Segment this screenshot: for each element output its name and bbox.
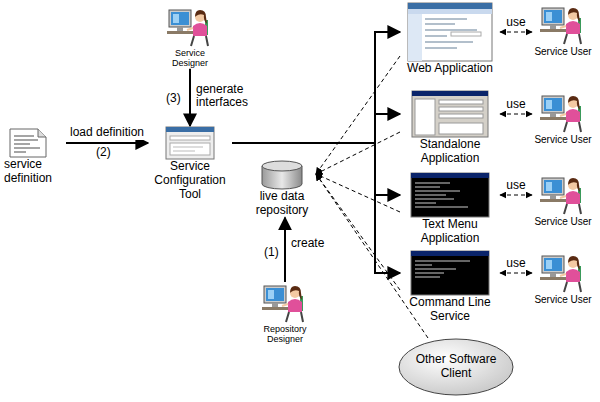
node-label: Service User — [532, 294, 594, 306]
application: Text Menu Application — [400, 172, 500, 246]
web-icon — [407, 2, 493, 62]
actor: Service User — [532, 252, 594, 306]
person-icon — [262, 282, 308, 324]
application: Web Application — [400, 2, 500, 76]
document-icon: service definition — [4, 128, 66, 186]
edge-label: create — [291, 237, 324, 251]
connector — [500, 273, 532, 274]
actor: Service User — [532, 92, 594, 146]
person-icon — [540, 92, 586, 134]
tool-icon — [165, 126, 215, 160]
cyl-icon — [260, 160, 304, 190]
database: live data repository — [248, 160, 316, 218]
connector — [189, 69, 191, 126]
connector — [316, 56, 400, 174]
edge-label: use — [506, 16, 525, 30]
edge-label: use — [506, 257, 525, 271]
connector — [66, 142, 148, 144]
connector — [500, 114, 532, 115]
edge-label: load definition — [70, 126, 144, 140]
callout-number: (1) — [264, 246, 279, 260]
actor: Service Designer — [160, 6, 220, 69]
doc-icon — [8, 128, 48, 158]
connector — [500, 32, 532, 33]
actor: Service User — [532, 4, 594, 58]
tool: Service Configuration Tool — [148, 126, 232, 201]
callout-number: (2) — [96, 146, 111, 160]
node-label: Text Menu Application — [400, 218, 500, 246]
term-icon — [410, 172, 490, 218]
client-ellipse: Other Software Client — [398, 338, 514, 396]
connector — [316, 174, 400, 290]
edge-label: use — [506, 179, 525, 193]
win-icon — [411, 90, 489, 138]
application: Standalone Application — [400, 90, 500, 166]
person-icon — [540, 4, 586, 46]
callout-number: (3) — [166, 92, 181, 106]
connector — [232, 143, 400, 273]
actor: Service User — [532, 174, 594, 228]
node-label: Service Configuration Tool — [148, 160, 232, 201]
node-label: Service User — [532, 134, 594, 146]
node-label: service definition — [4, 158, 66, 186]
node-label: Standalone Application — [400, 138, 500, 166]
cmd-icon — [410, 250, 490, 296]
actor: Repository Designer — [255, 282, 315, 345]
connector — [232, 114, 400, 143]
person-icon — [167, 6, 213, 48]
node-label: Service User — [532, 46, 594, 58]
node-label: Web Application — [400, 62, 500, 76]
node-label: Command Line Service — [400, 296, 500, 324]
person-icon — [540, 174, 586, 216]
application: Command Line Service — [400, 250, 500, 324]
node-label: Repository Designer — [255, 324, 315, 345]
person-icon — [540, 252, 586, 294]
edge-label: use — [506, 98, 525, 112]
node-label: Other Software Client — [410, 353, 502, 381]
node-label: live data repository — [248, 190, 316, 218]
node-label: Service Designer — [160, 48, 220, 69]
node-label: Service User — [532, 216, 594, 228]
connector — [232, 32, 400, 143]
edge-label: generate interfaces — [196, 83, 254, 111]
connector — [316, 132, 400, 174]
connector — [500, 195, 532, 196]
connector — [284, 218, 286, 282]
